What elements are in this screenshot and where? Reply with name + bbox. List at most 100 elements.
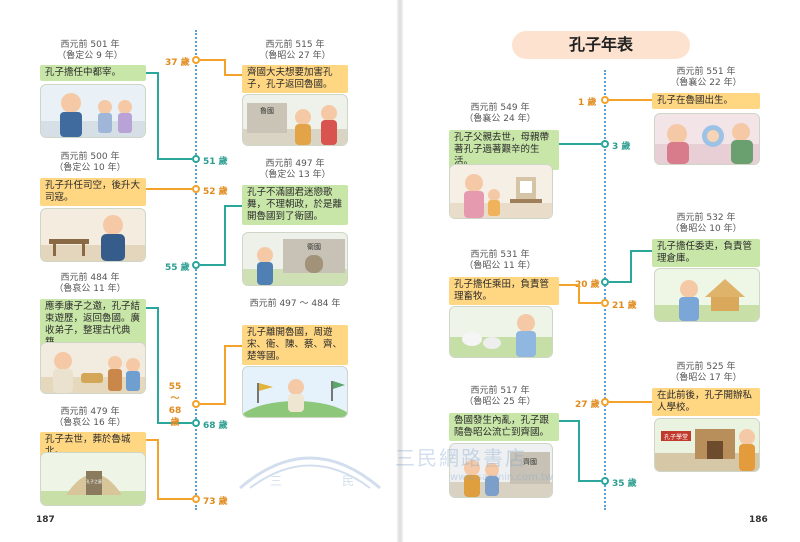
connector-line	[578, 302, 601, 304]
entry-date: 西元前 515 年（魯昭公 27 年）	[259, 40, 331, 61]
timeline-dot	[192, 261, 200, 269]
timeline-dot	[192, 419, 200, 427]
connector-line	[200, 264, 225, 266]
illustration-birth	[654, 113, 760, 165]
entry-date: 西元前 551 年（魯襄公 22 年）	[670, 67, 742, 88]
timeline-dot	[192, 56, 200, 64]
illustration-livestock	[449, 306, 553, 358]
illustration-sikong	[40, 208, 146, 262]
age-label: 37 歲	[165, 58, 190, 68]
entry-text-exile-qi: 魯國發生內亂，孔子跟隨魯昭公流亡到齊國。	[449, 413, 559, 441]
illustration-wei: 衛國	[242, 232, 348, 286]
timeline-dot	[192, 400, 200, 408]
connector-line	[157, 439, 159, 499]
connector-line	[224, 74, 242, 76]
connector-line	[559, 420, 579, 422]
connector-line	[609, 281, 631, 283]
illustration-disciples	[40, 342, 146, 394]
illustration-travels	[242, 366, 348, 418]
page-number-right: 186	[749, 515, 768, 525]
watermark-text: 三民網路書店	[395, 446, 527, 470]
age-label: 52 歲	[203, 187, 228, 197]
wei-gate-text: 衛國	[307, 242, 321, 251]
entry-date: 西元前 549 年（魯襄公 24 年）	[464, 103, 536, 124]
timeline-dot	[192, 185, 200, 193]
timeline-axis-right	[604, 70, 606, 510]
entry-text-born: 孔子在魯國出生。	[652, 93, 760, 109]
age-label: 55 歲	[165, 263, 190, 273]
page-title: 孔子年表	[512, 31, 690, 59]
entry-date: 西元前 500 年（魯定公 10 年）	[54, 152, 126, 173]
illustration-mother	[449, 164, 553, 219]
illustration-school: 孔子學堂	[654, 418, 760, 472]
connector-line	[146, 439, 158, 441]
entry-date: 西元前 531 年（魯昭公 11 年）	[464, 250, 536, 271]
connector-line	[157, 158, 192, 160]
illustration-tomb: 孔子之墓	[40, 452, 146, 506]
age-label: 73 歲	[203, 497, 228, 507]
age-label: 27 歲	[575, 400, 600, 410]
timeline-dot	[192, 495, 200, 503]
entry-date: 西元前 497 年（魯定公 13 年）	[259, 159, 331, 180]
connector-line	[559, 284, 579, 286]
connector-line	[578, 420, 580, 481]
age-label: 20 歲	[575, 280, 600, 290]
connector-line	[224, 205, 226, 266]
timeline-dot	[601, 96, 609, 104]
entry-date: 西元前 484 年（魯哀公 11 年）	[54, 273, 126, 294]
age-label: 21 歲	[612, 301, 637, 311]
connector-line	[157, 307, 159, 423]
connector-line	[559, 143, 601, 145]
connector-line	[578, 284, 580, 303]
entry-text-livestock: 孔子擔任乘田，負責管理畜牧。	[449, 277, 559, 305]
entry-date: 西元前 479 年（魯哀公 16 年）	[54, 407, 126, 428]
watermark-char: 三	[270, 474, 283, 488]
age-label: 55 ～ 68 歲	[168, 382, 182, 428]
illustration-lu-gate: 魯國	[242, 94, 348, 146]
connector-line	[578, 480, 601, 482]
connector-line	[146, 72, 158, 74]
age-label: 35 歲	[612, 479, 637, 489]
connector-line	[224, 345, 242, 347]
timeline-dot	[601, 140, 609, 148]
connector-line	[157, 422, 192, 424]
entry-text-father-death: 孔子父親去世，母親帶著孔子過著艱辛的生活。	[449, 130, 559, 170]
entry-text-travels: 孔子離開魯國，周遊宋、衛、陳、蔡、齊、楚等國。	[242, 325, 348, 365]
entry-date: 西元前 517 年（魯昭公 25 年）	[464, 386, 536, 407]
illustration-qi: 齊國	[449, 443, 553, 498]
entry-text-leave-lu: 孔子不滿國君迷戀歌舞，不理朝政，於是離開魯國到了衛國。	[242, 185, 348, 225]
entry-text-return-lu: 齊國大夫想要加害孔子，孔子返回魯國。	[242, 65, 348, 93]
connector-line	[146, 188, 192, 190]
entry-text-warehouse: 孔子擔任委吏，負責管理倉庫。	[652, 239, 760, 267]
timeline-dot	[192, 155, 200, 163]
connector-line	[157, 72, 159, 159]
connector-line	[630, 250, 632, 283]
connector-line	[146, 307, 158, 309]
qi-gate-text: 齊國	[523, 457, 537, 466]
age-label: 51 歲	[203, 157, 228, 167]
entry-date: 西元前 532 年（魯昭公 10 年）	[670, 213, 742, 234]
entry-date: 西元前 501 年（魯定公 9 年）	[57, 40, 123, 61]
timeline-dot	[601, 398, 609, 406]
timeline-dot	[601, 278, 609, 286]
entry-text-zhongdu: 孔子擔任中都宰。	[40, 65, 146, 81]
entry-text-sikong: 孔子升任司空，後升大司寇。	[40, 178, 146, 206]
timeline-axis-left	[195, 30, 197, 510]
connector-line	[630, 250, 652, 252]
illustration-warehouse	[654, 268, 760, 322]
entry-text-school: 在此前後，孔子開辦私人學校。	[652, 388, 760, 416]
connector-line	[224, 345, 226, 405]
watermark-url: www.sanmin.com.tw	[450, 472, 554, 483]
age-label: 3 歲	[612, 142, 631, 152]
entry-date: 西元前 525 年（魯昭公 17 年）	[670, 362, 742, 383]
school-sign-text: 孔子學堂	[664, 433, 688, 441]
page-number-left: 187	[36, 515, 55, 525]
book-gutter	[397, 0, 403, 542]
connector-line	[157, 498, 192, 500]
timeline-dot	[601, 299, 609, 307]
watermark-logo-icon	[239, 456, 381, 490]
age-label: 68 歲	[203, 421, 228, 431]
lu-gate-text: 魯國	[260, 106, 274, 115]
connector-line	[609, 401, 652, 403]
connector-line	[609, 99, 652, 101]
